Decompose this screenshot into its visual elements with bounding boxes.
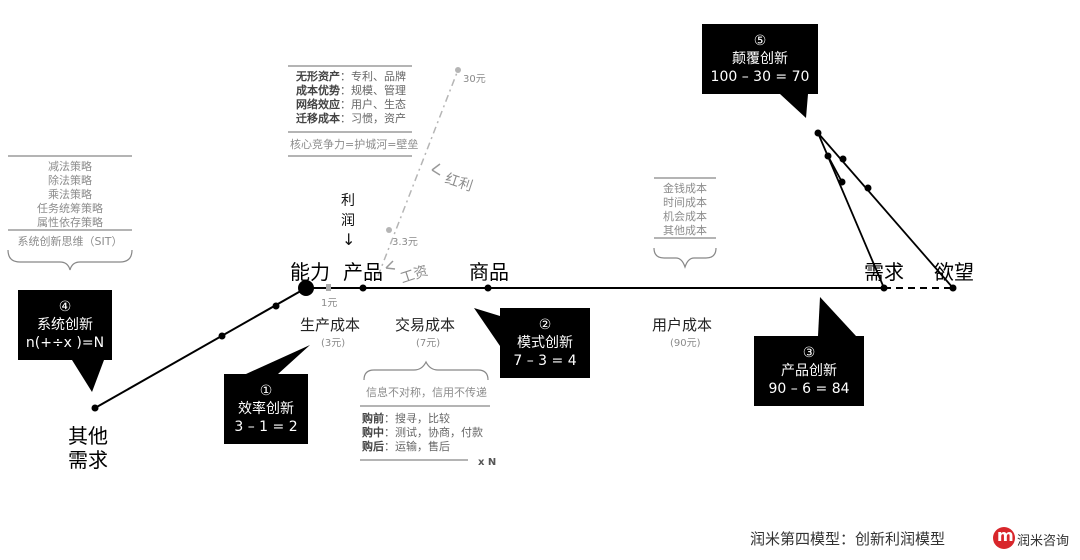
node-capability: 能力	[290, 260, 330, 284]
brand-name: 润米咨询	[1017, 534, 1070, 549]
sit-item: 属性依存策略	[37, 216, 103, 229]
moat-row: 网络效应：用户、生态	[296, 98, 406, 111]
callout-5	[702, 24, 818, 118]
dot	[814, 129, 822, 137]
user-cost-item: 时间成本	[663, 196, 707, 209]
disrupt-line	[827, 155, 843, 183]
callout-2	[474, 308, 590, 378]
node-demand: 需求	[864, 260, 904, 284]
sit-item: 任务统筹策略	[37, 202, 103, 215]
node-other-demand-1: 其他	[68, 424, 108, 448]
dot	[272, 302, 280, 310]
usercost-brace	[653, 247, 717, 269]
sit-item: 除法策略	[48, 174, 92, 187]
wage-arrow-icon	[385, 260, 396, 270]
info-list: 购前：搜寻，比较 购中：测试，协商，付款 购后：运输，售后	[362, 412, 483, 454]
dot	[298, 280, 314, 296]
transaction-cost-label: 交易成本	[395, 316, 456, 334]
dot	[386, 227, 392, 233]
dot	[838, 178, 846, 186]
dot	[359, 284, 367, 292]
sit-brace	[7, 249, 133, 271]
one-yuan-label: 1元	[321, 298, 338, 309]
production-cost-value: (3元)	[321, 338, 346, 349]
callout-3	[754, 297, 864, 406]
info-times: x N	[478, 457, 497, 468]
logo-circle	[993, 527, 1015, 549]
node-goods: 商品	[469, 260, 509, 284]
dot	[218, 332, 226, 340]
moat-footer: 核心竞争力=护城河=壁垒	[290, 138, 419, 151]
node-product: 产品	[343, 260, 383, 284]
dot	[864, 184, 872, 192]
profit-vertical-1: 利	[341, 193, 355, 209]
moat-list: 无形资产：专利、品牌 成本优势：规模、管理 网络效应：用户、生态 迁移成本：习惯…	[296, 70, 406, 126]
transaction-cost-value: (7元)	[416, 338, 441, 349]
dot	[824, 152, 832, 160]
user-cost-label: 用户成本	[652, 316, 713, 334]
dot	[455, 67, 461, 73]
profit-30-label: 30元	[463, 74, 486, 85]
moat-row: 迁移成本：习惯，资产	[296, 112, 406, 125]
profit-vertical-2: 润	[341, 213, 355, 229]
user-costs-list: 金钱成本 时间成本 机会成本 其他成本	[650, 182, 720, 238]
other-demand-line	[94, 287, 307, 409]
user-cost-item: 机会成本	[663, 210, 707, 223]
profit-33-label: 3.3元	[392, 237, 418, 248]
user-cost-item: 其他成本	[663, 224, 707, 237]
dot	[484, 284, 492, 292]
dot	[839, 155, 847, 163]
footer-title: 润米第四模型：创新利润模型	[750, 530, 946, 548]
profit-down-arrow-icon: ↓	[342, 230, 356, 249]
production-cost-label: 生产成本	[300, 316, 361, 334]
moat-row: 成本优势：规模、管理	[296, 84, 406, 97]
user-cost-item: 金钱成本	[663, 182, 707, 195]
one-yuan-marker	[326, 284, 331, 291]
sit-list: 减法策略 除法策略 乘法策略 任务统筹策略 属性依存策略	[8, 160, 132, 230]
info-row: 购后：运输，售后	[362, 440, 450, 453]
callout-4	[18, 290, 112, 392]
dot	[91, 404, 99, 412]
sit-footer: 系统创新思维（SIT）	[17, 235, 123, 248]
logo-letter: m	[997, 526, 1014, 545]
profit-line	[377, 69, 459, 277]
info-row: 购前：搜寻，比较	[362, 412, 450, 425]
node-desire: 欲望	[934, 260, 974, 284]
user-cost-value: (90元)	[670, 338, 701, 349]
info-brace	[363, 360, 489, 381]
callout-1	[224, 345, 310, 444]
info-header: 信息不对称，信用不传递	[366, 386, 487, 399]
dividend-arrow-icon	[431, 163, 441, 176]
node-other-demand-2: 需求	[68, 448, 108, 472]
sit-item: 减法策略	[48, 160, 92, 173]
moat-row: 无形资产：专利、品牌	[296, 70, 406, 83]
sit-item: 乘法策略	[48, 188, 92, 201]
info-row: 购中：测试，协商，付款	[362, 426, 483, 439]
